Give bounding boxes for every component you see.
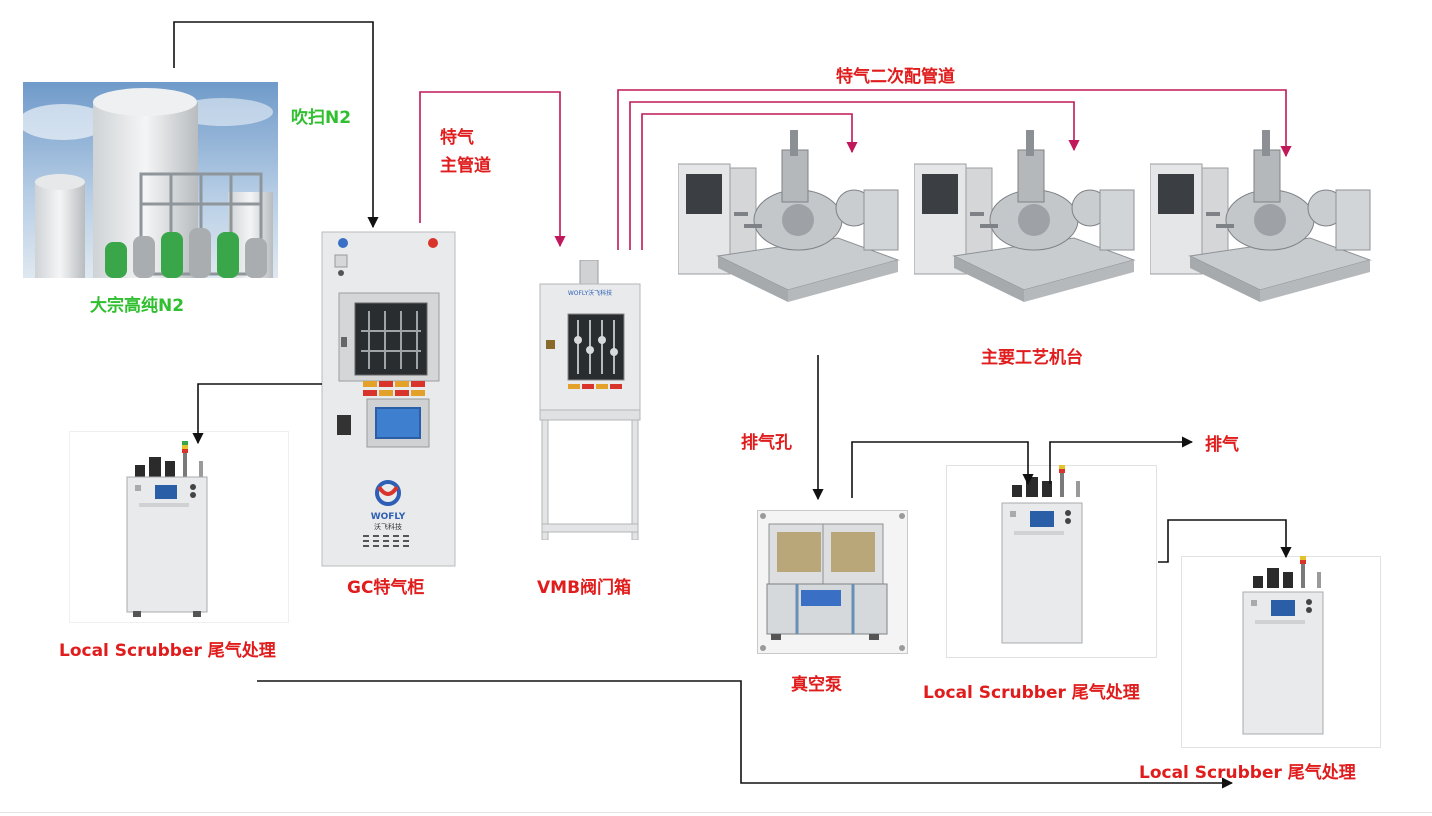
pump-to-scrubber-line <box>851 441 1034 498</box>
bottom-return-line <box>257 680 1234 789</box>
scrubber-exhaust-line <box>1049 436 1194 484</box>
main-gas-line-label-1: 特气 <box>440 128 474 148</box>
purge-n2-line <box>173 21 379 229</box>
gc-brand-logo-text: WOFLY <box>371 512 406 522</box>
gc-gas-cabinet-image: WOFLY 沃飞科技 <box>321 231 456 567</box>
main-gas-pipe-line <box>419 91 566 248</box>
scrubber-right-label: Local Scrubber 尾气处理 <box>1139 763 1356 783</box>
secondary-gas-line-label: 特气二次配管道 <box>836 67 955 87</box>
scrubber-mid-label: Local Scrubber 尾气处理 <box>923 683 1140 703</box>
vmb-box-label: VMB阀门箱 <box>537 578 632 598</box>
exhaust-label: 排气 <box>1205 435 1239 455</box>
vmb-valve-box-image: WOFLY沃飞科技 <box>539 260 641 540</box>
process-tool-image <box>678 130 900 302</box>
bulk-n2-tank-image <box>23 82 278 278</box>
gc-brand-cn-text: 沃飞科技 <box>374 522 402 531</box>
process-tool-image <box>914 130 1136 302</box>
vmb-brand-text: WOFLY沃飞科技 <box>568 289 612 297</box>
scrubber-image-right <box>1181 556 1381 748</box>
secondary-gas-line-2 <box>629 101 1080 250</box>
vacuum-pump-label: 真空泵 <box>791 675 842 695</box>
bottom-divider <box>0 812 1432 813</box>
secondary-gas-line-3 <box>641 113 858 250</box>
scrubber-left-label: Local Scrubber 尾气处理 <box>59 641 276 661</box>
scrubber-image-mid <box>946 465 1157 658</box>
gc-to-scrubber-line <box>192 383 322 445</box>
vacuum-pump-image <box>757 510 908 654</box>
n2-source-label: 大宗高纯N2 <box>90 296 185 316</box>
purge-n2-label: 吹扫N2 <box>291 108 352 128</box>
scrubber-image-left <box>69 431 289 623</box>
process-tools-label: 主要工艺机台 <box>981 348 1083 368</box>
main-gas-line-label-2: 主管道 <box>440 156 491 176</box>
scrubber-to-scrubber-line <box>1158 519 1292 563</box>
process-tool-image <box>1150 130 1372 302</box>
gc-cabinet-label: GC特气柜 <box>347 578 425 598</box>
secondary-gas-line-1 <box>617 89 1292 250</box>
exhaust-port-label: 排气孔 <box>741 433 792 453</box>
